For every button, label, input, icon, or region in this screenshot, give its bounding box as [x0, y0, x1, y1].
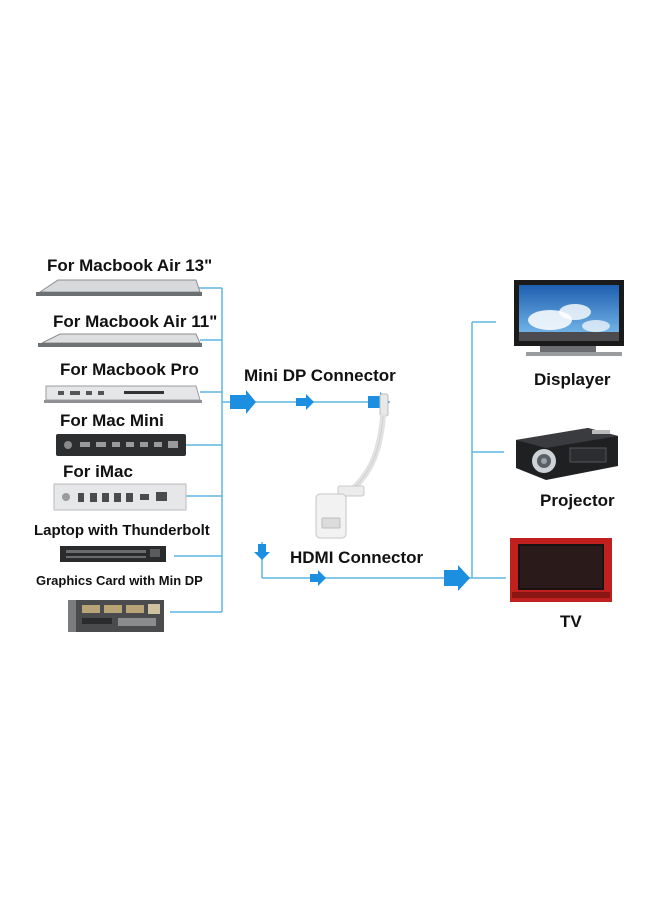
source-label-mac-mini: For Mac Mini: [60, 411, 164, 430]
laptop-icon: [36, 279, 202, 296]
arrow-icon: [296, 394, 314, 410]
monitor-icon: [514, 280, 624, 356]
source-label-macbook-air-13: For Macbook Air 13": [47, 256, 213, 275]
mini-dp-to-hdmi-adapter: [315, 393, 389, 539]
source-label-imac: For iMac: [63, 462, 133, 481]
output-label-projector: Projector: [540, 491, 615, 510]
arrow-icon: [310, 570, 326, 586]
arrow-icon: [230, 390, 256, 414]
source-label-macbook-pro: For Macbook Pro: [60, 360, 199, 379]
output-label-displayer: Displayer: [534, 370, 611, 389]
source-label-macbook-air-11: For Macbook Air 11": [53, 312, 218, 331]
projector-icon: [516, 428, 618, 480]
laptop-icon: [44, 385, 202, 403]
source-label-thunderbolt-laptop: Laptop with Thunderbolt: [34, 522, 210, 539]
mini-dp-connector-label: Mini DP Connector: [244, 366, 396, 385]
source-label-graphics-card: Graphics Card with Min DP: [36, 573, 203, 588]
mac-mini-icon: [56, 434, 186, 456]
graphics-card-icon: [68, 600, 164, 632]
arrow-icon: [254, 544, 270, 560]
output-label-tv: TV: [560, 612, 582, 631]
tv-icon: [510, 538, 612, 602]
arrow-icon: [444, 565, 470, 591]
laptop-icon: [38, 333, 202, 347]
imac-ports-icon: [53, 483, 187, 511]
hdmi-connector-label: HDMI Connector: [290, 548, 424, 567]
thunderbolt-laptop-icon: [60, 546, 166, 562]
